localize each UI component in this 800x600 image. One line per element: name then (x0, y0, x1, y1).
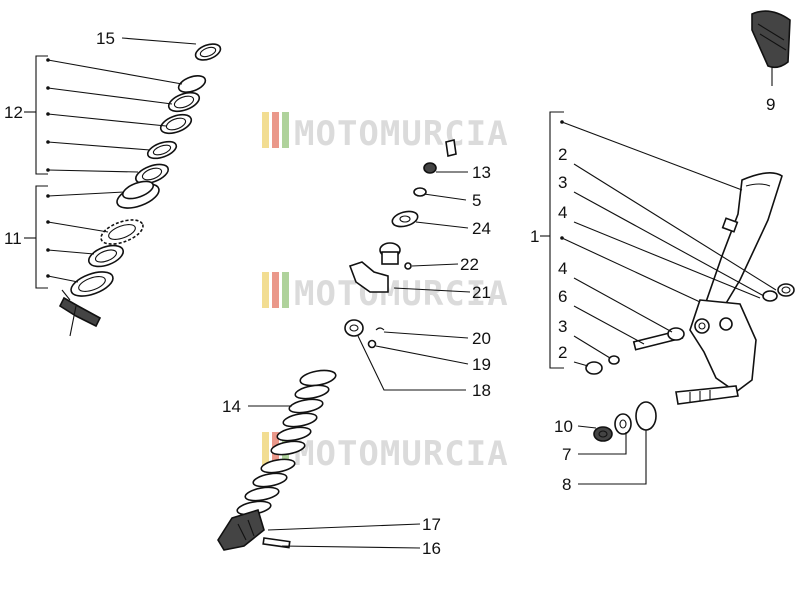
label-21: 21 (472, 283, 491, 302)
label-13: 13 (472, 163, 491, 182)
watermark-top: MOTOMURCIA (262, 112, 509, 154)
label-16: 16 (422, 539, 441, 558)
label-2-bottom: 2 (558, 343, 567, 362)
part-labels: 15 12 11 13 5 24 22 21 20 19 18 14 17 16… (4, 29, 775, 558)
bracket-1 (540, 111, 743, 369)
label-9: 9 (766, 95, 775, 114)
label-10: 10 (554, 417, 573, 436)
label-11: 11 (4, 229, 22, 248)
label-3-top: 3 (558, 173, 567, 192)
label-24: 24 (472, 219, 491, 238)
kickstart-lever (585, 10, 795, 442)
bracket-12 (24, 55, 183, 175)
label-4-top: 4 (558, 203, 567, 222)
watermark-middle: MOTOMURCIA (262, 272, 509, 314)
watermark-text: MOTOMURCIA (294, 114, 509, 154)
label-2-top: 2 (558, 145, 567, 164)
label-14: 14 (222, 397, 241, 416)
right-leaders (573, 68, 777, 485)
label-19: 19 (472, 355, 491, 374)
label-5: 5 (472, 191, 481, 210)
bearing-stack (58, 43, 222, 337)
leader-17 (267, 523, 421, 531)
label-3-bottom: 3 (558, 317, 567, 336)
label-22: 22 (460, 255, 479, 274)
label-6: 6 (558, 287, 567, 306)
label-1: 1 (530, 227, 539, 246)
spring-assembly (217, 369, 337, 551)
label-12: 12 (4, 103, 23, 122)
bracket-11 (24, 185, 125, 289)
watermark-text: MOTOMURCIA (294, 274, 509, 314)
label-18: 18 (472, 381, 491, 400)
leader-15 (121, 37, 197, 45)
watermark-text: MOTOMURCIA (294, 434, 509, 474)
center-leaders (357, 171, 471, 391)
label-4-bottom: 4 (558, 259, 567, 278)
label-7: 7 (562, 445, 571, 464)
label-8: 8 (562, 475, 571, 494)
label-15: 15 (96, 29, 115, 48)
leader-16 (281, 545, 421, 549)
label-17: 17 (422, 515, 441, 534)
center-small-parts (344, 139, 457, 349)
label-20: 20 (472, 329, 491, 348)
